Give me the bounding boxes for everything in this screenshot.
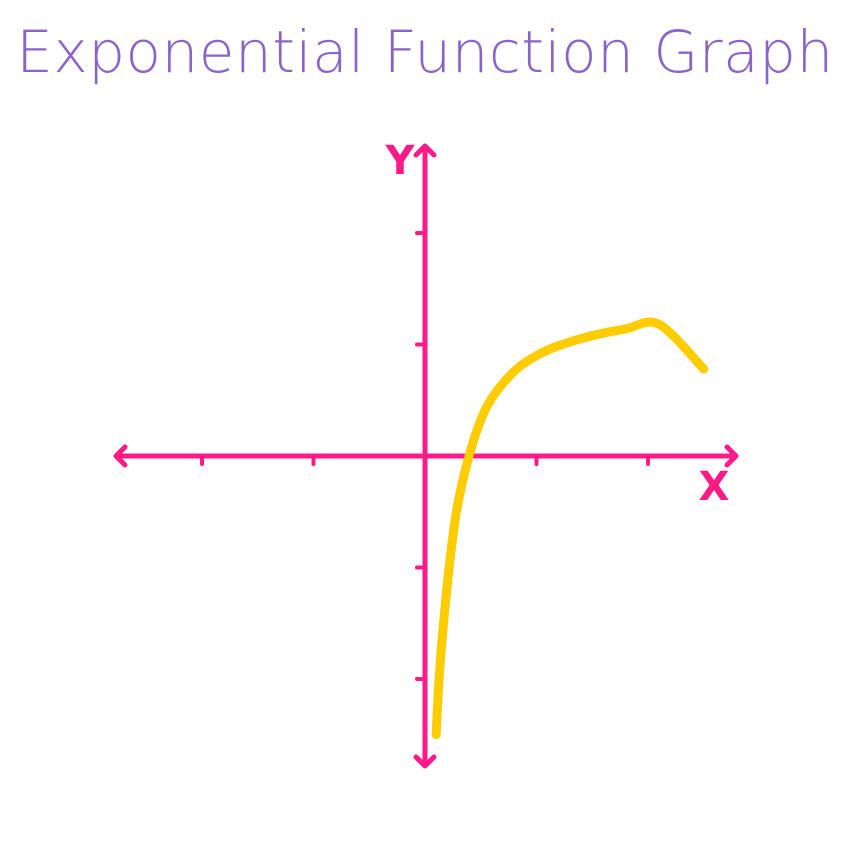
axes-layer [113, 143, 739, 769]
x-axis-right-arrow [724, 444, 739, 468]
y-axis-top-arrow [413, 143, 437, 158]
axis-label-layer: YX [385, 138, 730, 510]
x-axis-label: X [699, 464, 730, 510]
function-curve [431, 317, 709, 740]
y-axis-bottom-arrow [413, 754, 437, 769]
curve-layer [431, 317, 709, 740]
y-axis-label: Y [385, 138, 416, 184]
x-axis-left-arrow [113, 444, 128, 468]
chart-title: Exponential Function Graph [16, 18, 834, 86]
